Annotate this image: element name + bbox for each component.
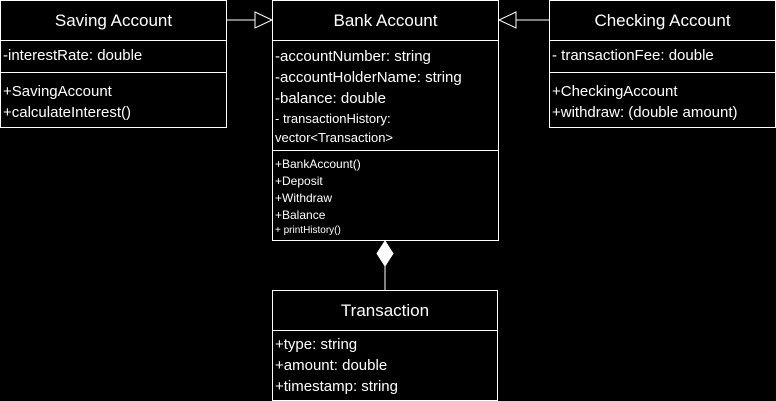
saving-generalization-arrowhead <box>254 11 274 29</box>
method: +withdraw: (double amount) <box>552 104 738 121</box>
checking-generalization-arrowhead <box>497 11 517 29</box>
attributes-section: - transactionFee: double <box>550 41 775 73</box>
attribute: +timestamp: string <box>275 378 398 395</box>
attributes-section: -interestRate: double <box>1 41 226 73</box>
class-title: Saving Account <box>1 1 226 41</box>
class-bank-account[interactable]: Bank Account -accountNumber: string -acc… <box>272 0 499 241</box>
attribute: -accountHolderName: string <box>275 69 462 86</box>
composition-diamond <box>376 240 394 267</box>
method: +Balance <box>275 208 326 222</box>
class-saving-account[interactable]: Saving Account -interestRate: double +Sa… <box>0 0 227 128</box>
method: +Withdraw <box>275 191 333 205</box>
method: + printHistory() <box>275 225 341 236</box>
method: +CheckingAccount <box>552 83 678 100</box>
attribute: -balance: double <box>275 90 386 107</box>
methods-section: +BankAccount() +Deposit +Withdraw +Balan… <box>273 151 498 241</box>
attribute: +amount: double <box>275 357 388 374</box>
method: +Deposit <box>275 174 323 188</box>
class-title: Checking Account <box>550 1 775 41</box>
method: +SavingAccount <box>3 83 112 100</box>
class-title: Transaction <box>273 291 497 331</box>
methods-section: +SavingAccount +calculateInterest() <box>1 73 226 127</box>
attributes-section: -accountNumber: string -accountHolderNam… <box>273 41 498 151</box>
attribute: +type: string <box>275 336 358 353</box>
attribute: vector<Transaction> <box>275 130 394 145</box>
attribute: -accountNumber: string <box>275 48 431 65</box>
class-transaction[interactable]: Transaction +type: string +amount: doubl… <box>272 290 498 401</box>
attribute: - transactionFee: double <box>552 47 714 64</box>
method: +BankAccount() <box>275 157 361 171</box>
method: +calculateInterest() <box>3 104 131 121</box>
class-title: Bank Account <box>273 1 498 41</box>
methods-section: +CheckingAccount +withdraw: (double amou… <box>550 73 775 127</box>
attributes-section: +type: string +amount: double +timestamp… <box>273 331 497 401</box>
class-checking-account[interactable]: Checking Account - transactionFee: doubl… <box>549 0 776 128</box>
attribute: -interestRate: double <box>3 47 143 64</box>
attribute: - transactionHistory: <box>275 111 391 126</box>
